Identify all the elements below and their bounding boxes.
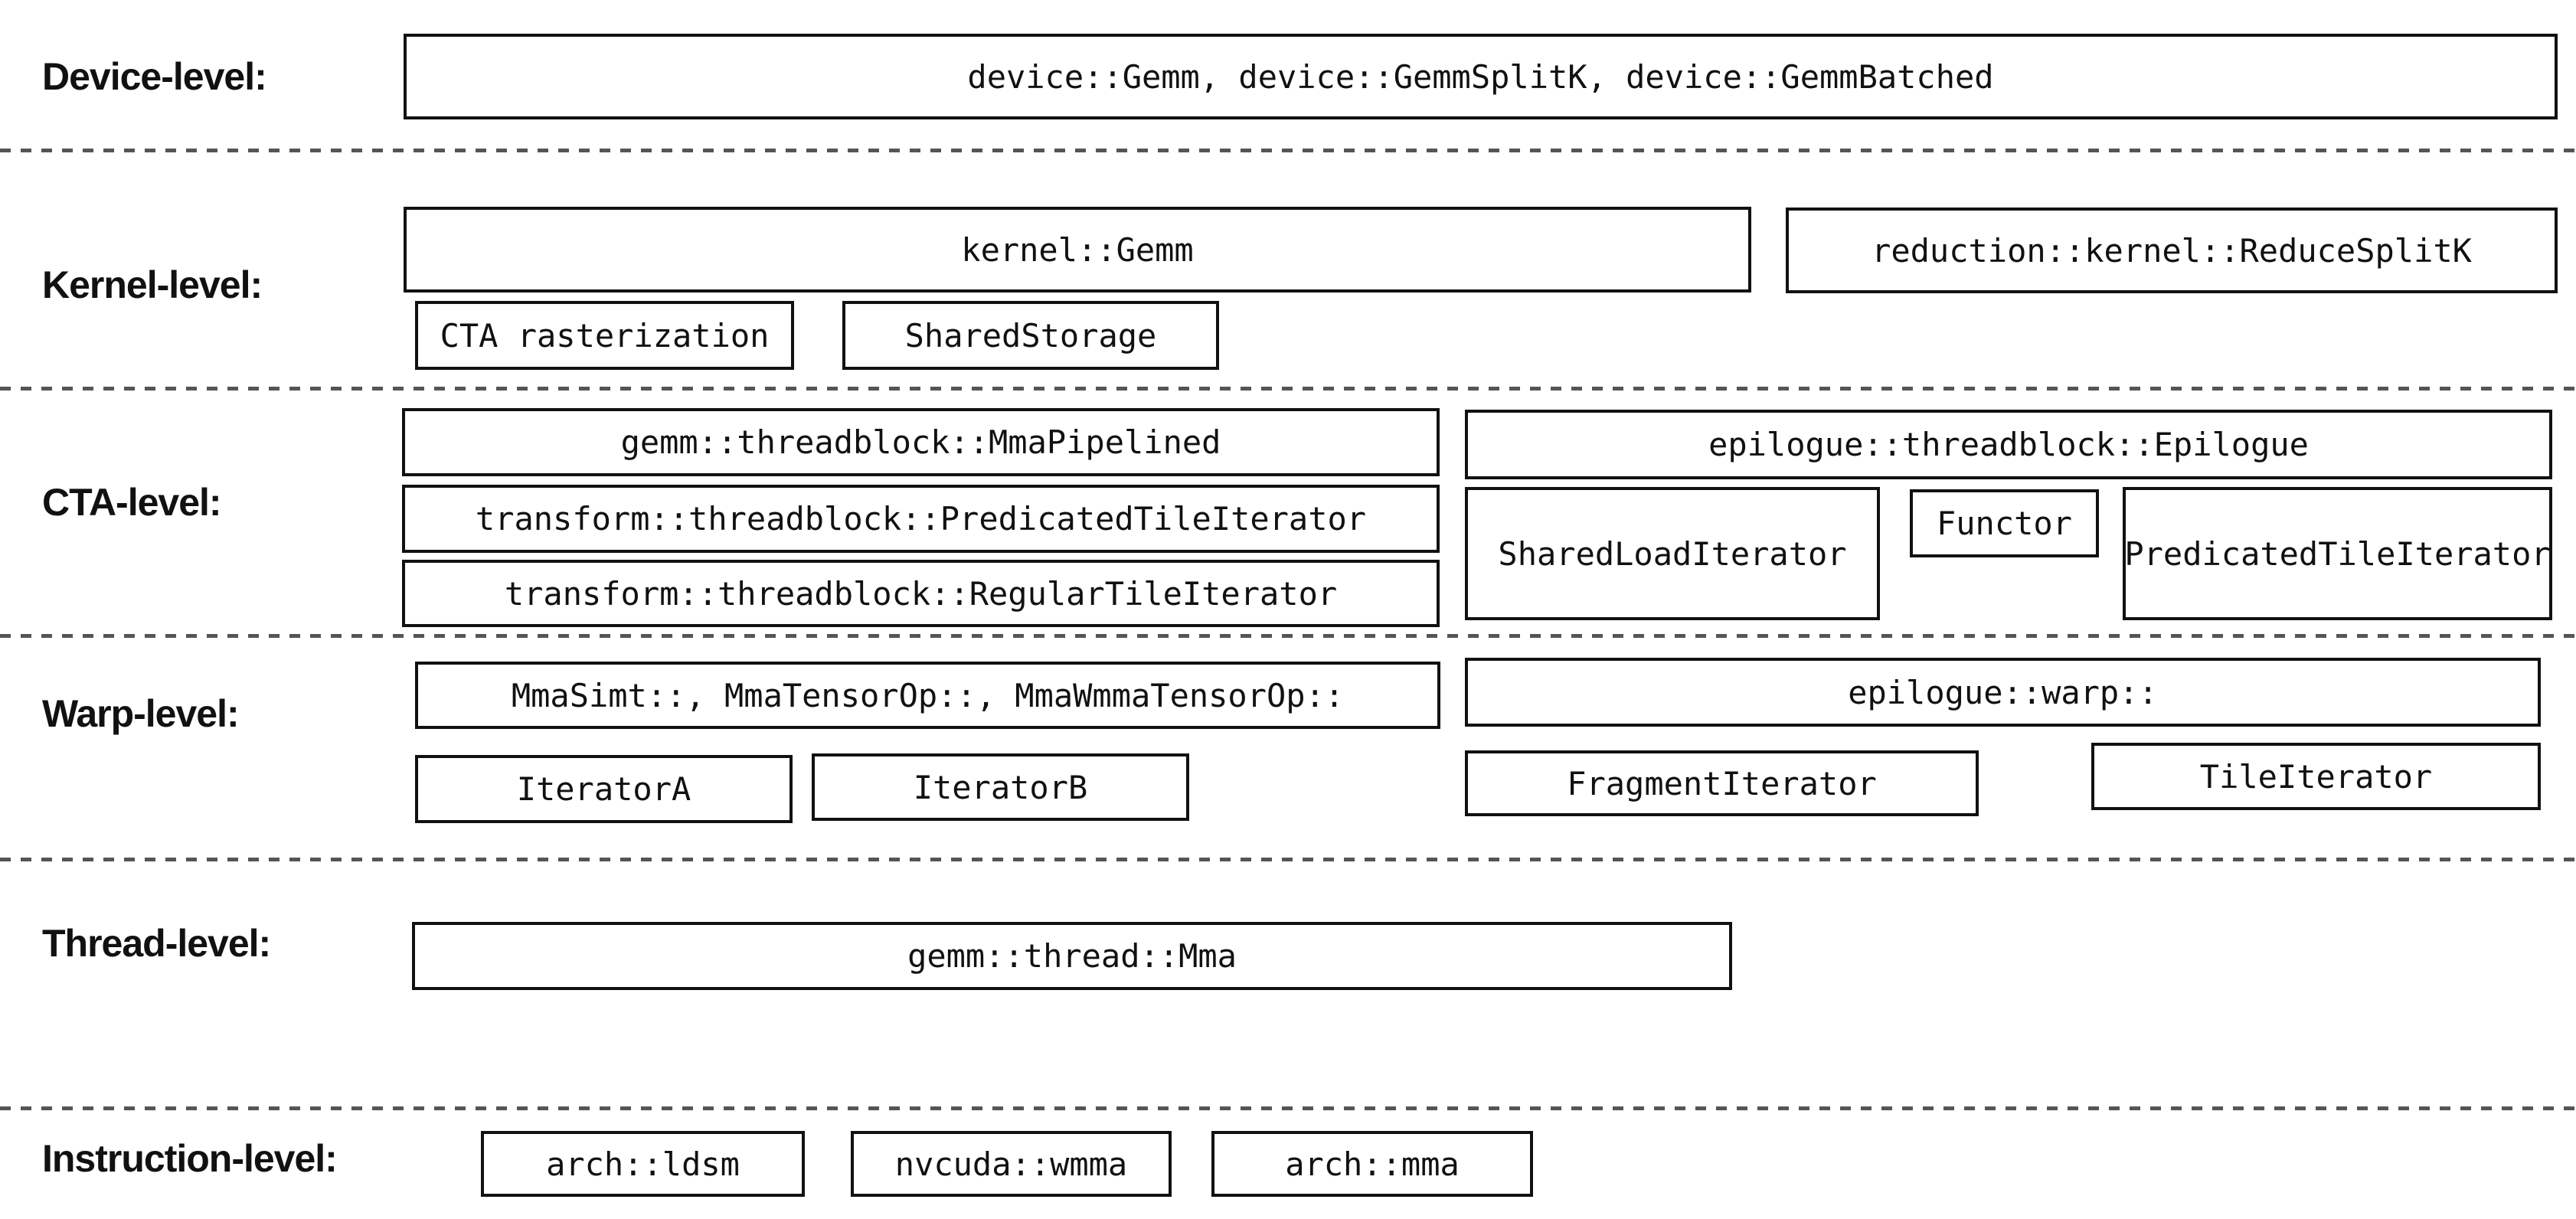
divider-device-kernel [0, 149, 2576, 152]
gemm-thread-mma-box: gemm::thread::Mma [412, 922, 1732, 990]
device-level-label: Device-level: [42, 55, 267, 98]
tile-iterator-box: TileIterator [2091, 743, 2541, 810]
iterator-a-box: IteratorA [415, 755, 793, 823]
reduce-splitk-box: reduction::kernel::ReduceSplitK [1786, 208, 2558, 293]
shared-load-iterator-box: SharedLoadIterator [1465, 487, 1880, 620]
kernel-gemm-box: kernel::Gemm [404, 207, 1751, 292]
device-api-box: device::Gemm, device::GemmSplitK, device… [404, 34, 2558, 119]
arch-mma-box: arch::mma [1211, 1131, 1533, 1197]
shared-storage-box: SharedStorage [842, 301, 1219, 370]
divider-kernel-cta [0, 387, 2576, 391]
epilogue-warp-box: epilogue::warp:: [1465, 658, 2541, 727]
fragment-iterator-box: FragmentIterator [1465, 750, 1979, 816]
iterator-b-box: IteratorB [812, 753, 1189, 821]
kernel-level-label: Kernel-level: [42, 263, 263, 306]
predicated-tile-iterator-box: transform::threadblock::PredicatedTileIt… [402, 485, 1440, 553]
instruction-level-label: Instruction-level: [42, 1137, 338, 1180]
warp-mma-ops-box: MmaSimt::, MmaTensorOp::, MmaWmmaTensorO… [415, 662, 1440, 729]
functor-box: Functor [1910, 489, 2099, 557]
epilogue-predicated-tile-iterator-box: PredicatedTileIterator [2123, 487, 2552, 620]
cta-rasterization-box: CTA rasterization [415, 301, 794, 370]
epilogue-threadblock-box: epilogue::threadblock::Epilogue [1465, 410, 2552, 479]
divider-thread-instruction [0, 1106, 2576, 1110]
thread-level-label: Thread-level: [42, 922, 271, 965]
divider-warp-thread [0, 858, 2576, 861]
warp-level-label: Warp-level: [42, 692, 240, 735]
nvcuda-wmma-box: nvcuda::wmma [851, 1131, 1172, 1197]
mma-pipelined-box: gemm::threadblock::MmaPipelined [402, 408, 1440, 476]
cta-level-label: CTA-level: [42, 481, 222, 524]
arch-ldsm-box: arch::ldsm [481, 1131, 805, 1197]
regular-tile-iterator-box: transform::threadblock::RegularTileItera… [402, 560, 1440, 627]
divider-cta-warp [0, 634, 2576, 638]
